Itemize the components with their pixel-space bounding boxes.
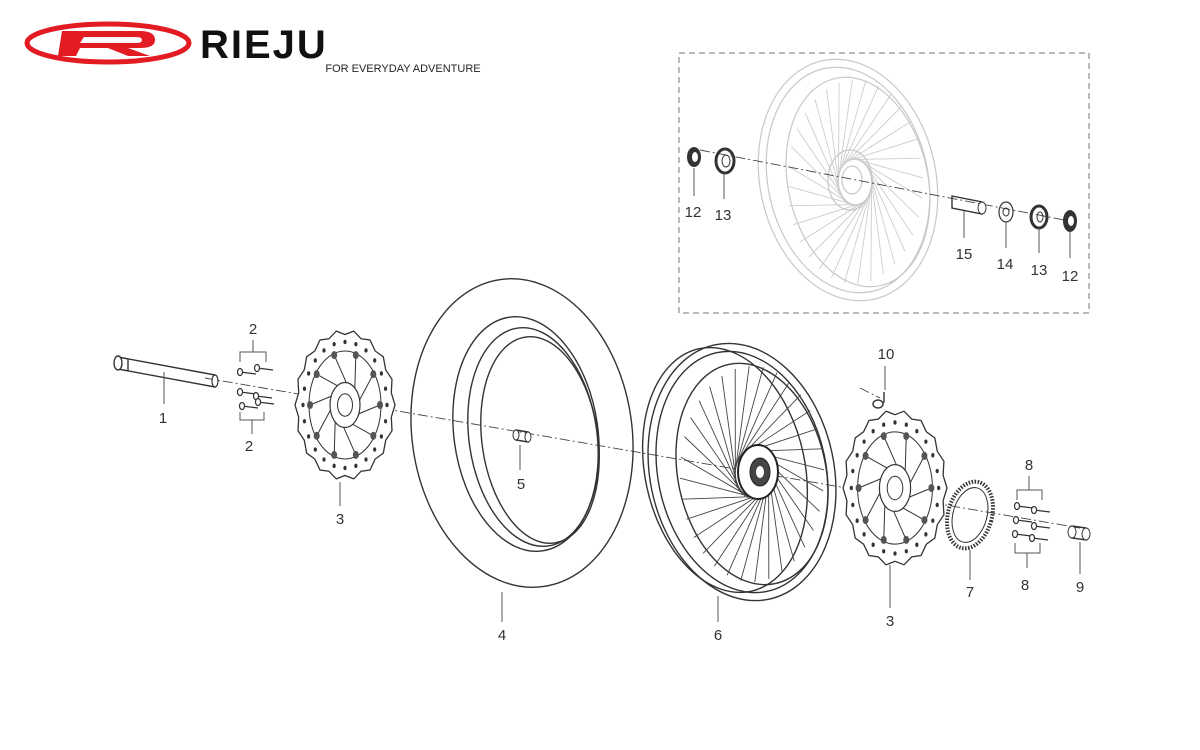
part-axle xyxy=(113,355,219,388)
callout-2-bottom: 2 xyxy=(245,438,253,455)
callout-2-top: 2 xyxy=(249,321,257,338)
part-brake-disc-left xyxy=(294,330,396,480)
callout-8-top: 8 xyxy=(1025,457,1033,474)
part-brake-disc-right xyxy=(842,410,948,566)
logo-tagline: FOR EVERYDAY ADVENTURE xyxy=(325,63,480,75)
inset-bearing-right xyxy=(1029,204,1049,230)
part-spacer-center xyxy=(512,429,532,443)
callout-10: 10 xyxy=(878,346,895,363)
rieju-logo: RIEJU RIEJU FOR EVERYDAY ADVENTURE xyxy=(24,21,481,75)
part-spoked-wheel xyxy=(641,342,837,602)
inset-bearing-left xyxy=(714,147,736,175)
inset-callout-12-right: 12 xyxy=(1062,268,1079,285)
callout-1: 1 xyxy=(159,410,167,427)
callout-9: 9 xyxy=(1076,579,1084,596)
part-bolts-left xyxy=(236,363,275,411)
inset-seal-right xyxy=(1063,210,1077,232)
part-tyre xyxy=(410,278,634,588)
logo-wordmark: RIEJU xyxy=(200,23,328,67)
callout-5: 5 xyxy=(517,476,525,493)
callout-3-right: 3 xyxy=(886,613,894,630)
callout-4: 4 xyxy=(498,627,506,644)
callout-7: 7 xyxy=(966,584,974,601)
inset-callout-15: 15 xyxy=(956,246,973,263)
logo-oval-icon xyxy=(24,21,192,65)
inset-washer xyxy=(998,201,1014,223)
inset-callout-13-left: 13 xyxy=(715,207,732,224)
callout-8-bottom: 8 xyxy=(1021,577,1029,594)
part-collar xyxy=(1067,525,1091,541)
inset-spacer xyxy=(951,195,987,215)
callout-6: 6 xyxy=(714,627,722,644)
inset-wheel xyxy=(757,58,939,302)
part-valve xyxy=(872,392,885,409)
inset-callout-12-left: 12 xyxy=(685,204,702,221)
inset-seal-left xyxy=(687,147,701,167)
inset-callout-14: 14 xyxy=(997,256,1014,273)
callout-3-left: 3 xyxy=(336,511,344,528)
logo-r-icon xyxy=(58,31,155,56)
part-tone-ring xyxy=(944,479,996,551)
inset-callout-13-right: 13 xyxy=(1031,262,1048,279)
inset-detail: 12 13 15 14 13 12 xyxy=(678,52,1090,314)
inset-frame xyxy=(678,52,1090,314)
part-bolts-right xyxy=(1011,501,1051,543)
